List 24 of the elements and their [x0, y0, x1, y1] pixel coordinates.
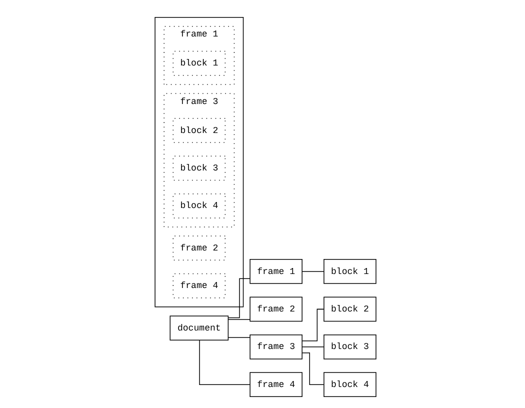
node-box: block 1: [324, 259, 376, 284]
cluster: [154, 17, 244, 308]
node-box: block 4: [172, 193, 226, 218]
node-box: frame 4: [172, 273, 226, 298]
node-box: frame 3: [250, 334, 302, 360]
connector: [228, 337, 250, 338]
node-box: block 3: [324, 334, 376, 360]
connector: [228, 278, 250, 318]
node-box: frame 2: [250, 296, 302, 322]
connector: [302, 346, 324, 348]
node-box: block 1: [172, 50, 226, 76]
connector: [199, 340, 250, 385]
node-box: block 2: [172, 118, 226, 143]
node-box: document: [170, 316, 229, 340]
node-box: frame 1: [250, 259, 302, 284]
connector: [302, 352, 324, 385]
connector: [228, 319, 250, 320]
connector: [302, 308, 324, 342]
connector: [302, 271, 324, 272]
node-box: frame 2: [172, 236, 226, 261]
node-box: block 4: [324, 372, 376, 398]
node-box: block 2: [324, 296, 376, 322]
node-box: frame 4: [250, 372, 302, 398]
node-box: block 3: [172, 156, 226, 181]
